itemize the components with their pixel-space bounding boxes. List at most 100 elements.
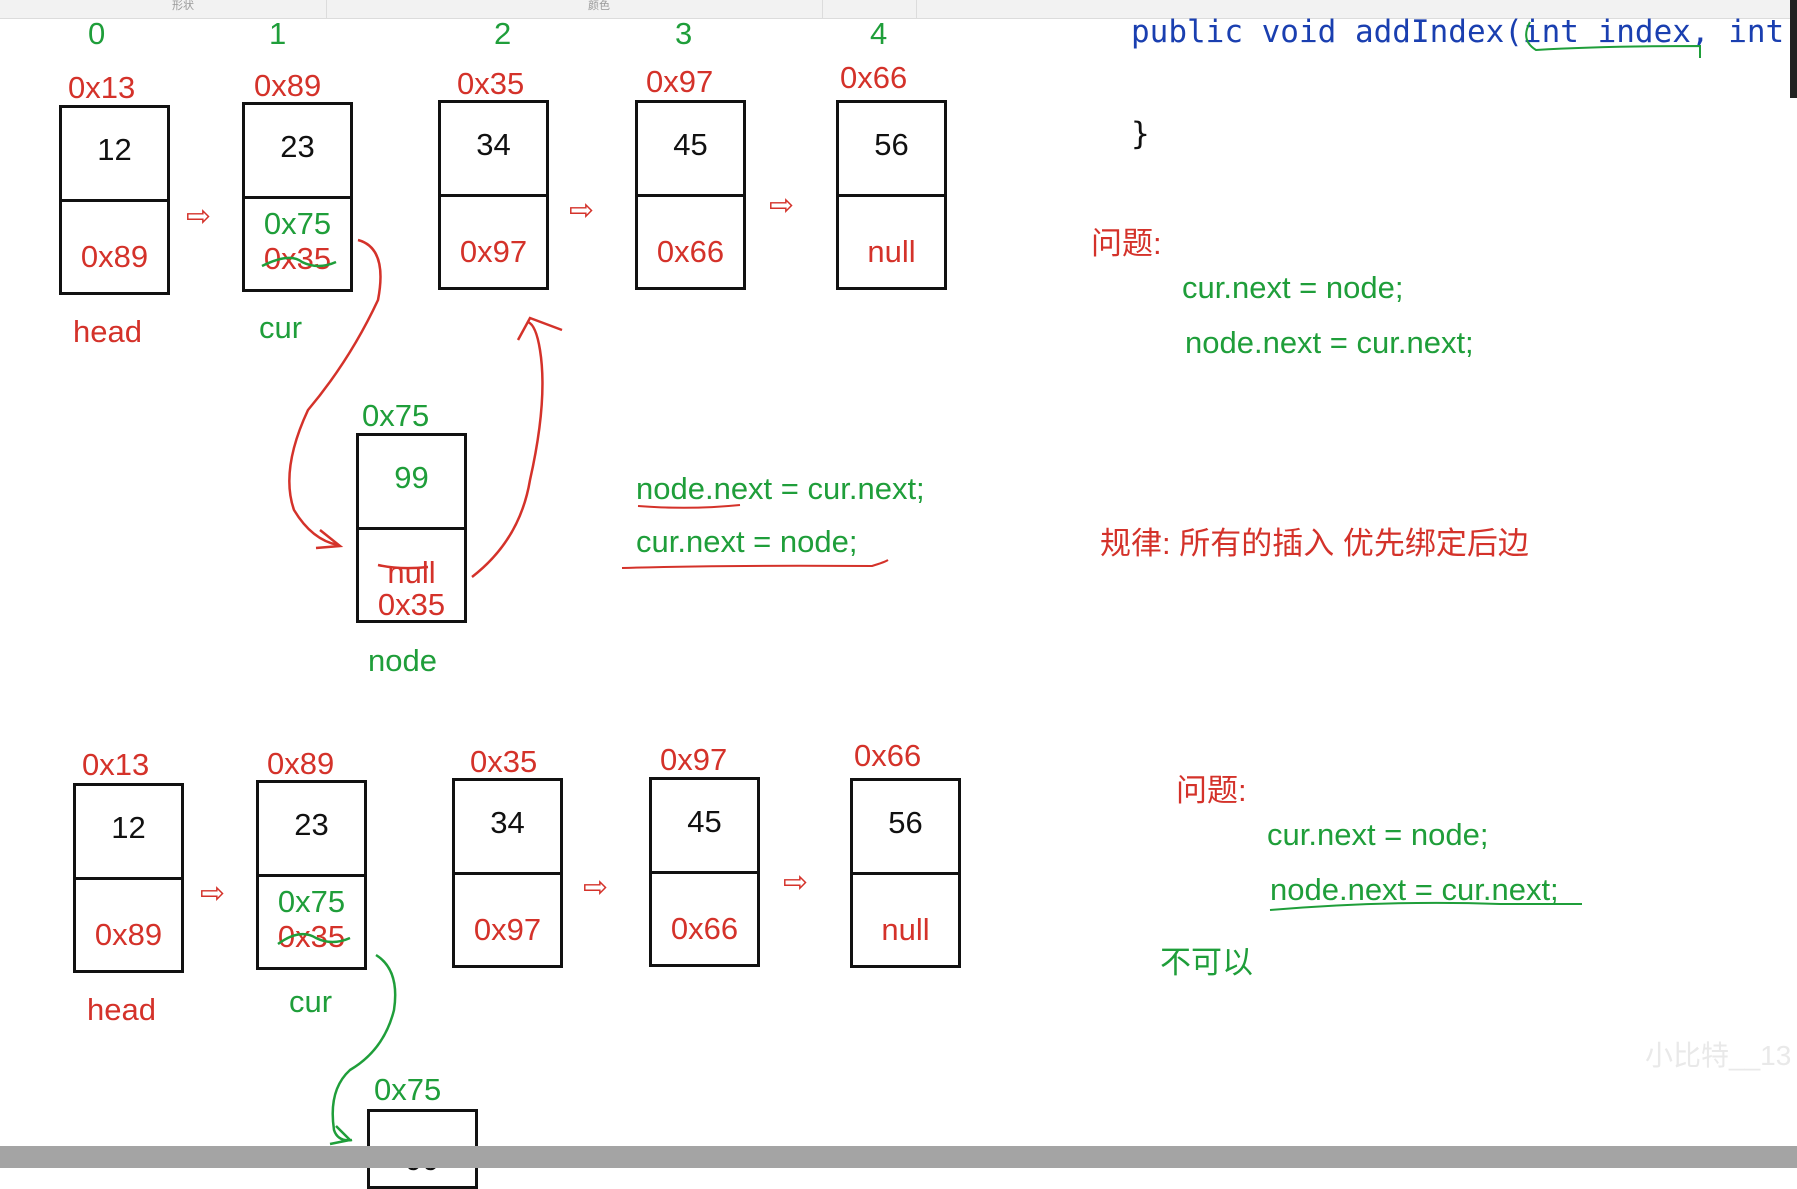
node-address: 0x89 [254, 68, 322, 103]
node-divider [839, 194, 944, 197]
node-divider [245, 196, 350, 199]
node-address: 0x66 [840, 60, 908, 95]
strike-mark [277, 932, 351, 946]
pointer-arrow [331, 953, 397, 1142]
scrollbar-thumb[interactable] [1790, 0, 1797, 98]
code-line: cur.next = node; [636, 524, 858, 559]
list-node-tail: 56 null [850, 778, 961, 968]
node-divider [359, 527, 464, 530]
link-arrow-icon: ⇨ [783, 866, 809, 899]
index-label: 0 [88, 16, 106, 51]
node-value: 12 [97, 132, 132, 167]
cur-label: cur [259, 310, 303, 345]
node-value: 99 [394, 460, 429, 495]
node-address: 0x97 [660, 742, 728, 777]
new-node-address: 0x75 [362, 398, 430, 433]
link-arrow-icon: ⇨ [186, 200, 212, 233]
verdict-label: 不可以 [1160, 945, 1253, 980]
node-next: 0x66 [670, 911, 739, 946]
index-label: 3 [675, 16, 693, 51]
note-line: node.next = cur.next; [1270, 872, 1559, 907]
node-divider [259, 874, 364, 877]
index-label: 2 [494, 16, 512, 51]
toolbar-divider [822, 0, 823, 18]
node-divider [455, 872, 560, 875]
link-arrow-icon: ⇨ [569, 194, 595, 227]
strike-mark [261, 256, 337, 268]
new-node-address: 0x75 [374, 1072, 442, 1107]
underline-mark [1269, 901, 1582, 911]
list-node: 45 0x66 [635, 100, 746, 290]
link-arrow-icon: ⇨ [200, 877, 226, 910]
node-value: 45 [687, 804, 722, 839]
node-next-new: 0x75 [277, 884, 346, 919]
pointer-arrow [471, 320, 544, 578]
problem-label: 问题: [1091, 226, 1162, 261]
node-address: 0x66 [854, 738, 922, 773]
node-next: 0x89 [80, 239, 149, 274]
node-label: node [368, 643, 437, 678]
shape-label[interactable]: 形状 [172, 0, 194, 12]
node-value: 23 [294, 807, 329, 842]
node-divider [441, 194, 546, 197]
toolbar-divider [326, 0, 327, 18]
head-label: head [87, 992, 156, 1027]
closing-brace: } [1131, 116, 1150, 152]
list-node: 34 0x97 [438, 100, 549, 290]
node-next: 0x89 [94, 917, 163, 952]
node-next-new: 0x75 [263, 206, 332, 241]
highlight-mark [1525, 21, 1701, 58]
code-line: node.next = cur.next; [636, 471, 925, 506]
node-address: 0x35 [470, 744, 538, 779]
node-next: 0x97 [459, 234, 528, 269]
node-next: 0x66 [656, 234, 725, 269]
insertion-rule: 规律: 所有的插入 优先绑定后边 [1100, 526, 1529, 561]
color-label[interactable]: 颜色 [588, 0, 610, 12]
node-value: 34 [490, 805, 525, 840]
new-list-node: 99 null 0x35 [356, 433, 467, 623]
node-next: null [867, 234, 916, 269]
note-line: node.next = cur.next; [1185, 325, 1474, 360]
head-label: head [73, 314, 142, 349]
bottom-scrollbar[interactable] [0, 1146, 1797, 1168]
node-value: 23 [280, 129, 315, 164]
list-node: 34 0x97 [452, 778, 563, 968]
method-signature: public void addIndex(int index, int [1131, 14, 1785, 50]
node-divider [652, 871, 757, 874]
list-node-head: 12 0x89 [59, 105, 170, 295]
index-label: 1 [269, 16, 287, 51]
node-next-old: null [387, 555, 436, 590]
link-arrow-icon: ⇨ [583, 871, 609, 904]
node-value: 56 [874, 127, 909, 162]
node-divider [853, 872, 958, 875]
watermark: 小比特__13 [1645, 1040, 1792, 1071]
node-next-new: 0x35 [377, 587, 446, 622]
link-arrow-icon: ⇨ [769, 189, 795, 222]
note-line: cur.next = node; [1267, 817, 1489, 852]
note-line: cur.next = node; [1182, 270, 1404, 305]
underline-mark [621, 559, 889, 569]
node-address: 0x35 [457, 66, 525, 101]
node-address: 0x89 [267, 746, 335, 781]
cur-label: cur [289, 984, 333, 1019]
underline-mark [637, 504, 741, 509]
node-next: 0x97 [473, 912, 542, 947]
arrowhead-icon [516, 316, 563, 341]
list-node: 45 0x66 [649, 777, 760, 967]
list-node-tail: 56 null [836, 100, 947, 290]
node-address: 0x97 [646, 64, 714, 99]
arrowhead-icon [315, 529, 344, 550]
toolbar-strip: 形状 颜色 [0, 0, 1797, 19]
node-next: null [881, 912, 930, 947]
node-value: 56 [888, 805, 923, 840]
arrowhead-icon [329, 1125, 353, 1146]
node-address: 0x13 [68, 70, 136, 105]
list-node-head: 12 0x89 [73, 783, 184, 973]
node-value: 45 [673, 127, 708, 162]
toolbar-divider [916, 0, 917, 18]
node-divider [62, 199, 167, 202]
node-divider [76, 877, 181, 880]
problem-label: 问题: [1176, 773, 1247, 808]
pointer-arrow [288, 238, 382, 547]
